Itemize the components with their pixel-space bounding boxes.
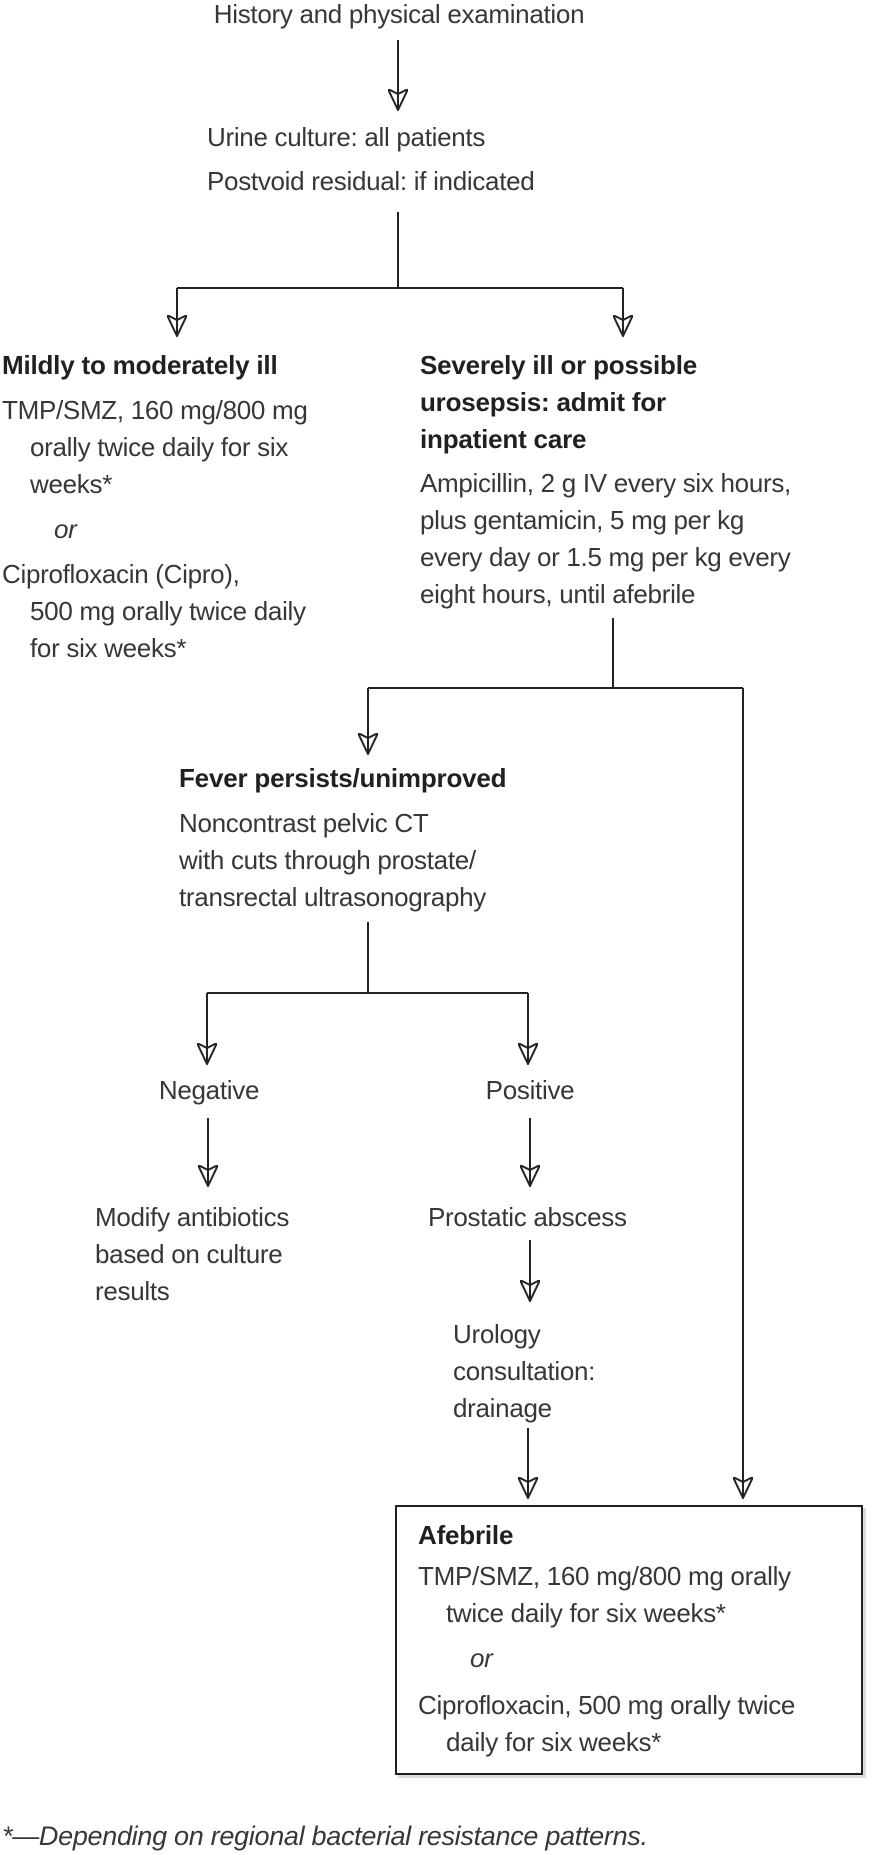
triage-line-2: Postvoid residual: if indicated [207, 166, 535, 196]
mild-rx1-line: orally twice daily for six [30, 432, 289, 462]
severe-rx-line: plus gentamicin, 5 mg per kg [420, 505, 744, 535]
triage-line-1: Urine culture: all patients [207, 122, 486, 152]
severe-rx-line: Ampicillin, 2 g IV every six hours, [420, 468, 791, 498]
node-modify-antibiotics: Modify antibiotics based on culture resu… [95, 1199, 289, 1310]
severe-heading-line: Severely ill or possible [420, 350, 697, 380]
mild-rx1-line: TMP/SMZ, 160 mg/800 mg [2, 395, 308, 425]
fever-heading: Fever persists/unimproved [179, 763, 507, 793]
afebrile-heading: Afebrile [418, 1520, 514, 1550]
modify-line: based on culture [95, 1239, 283, 1269]
node-mildly-ill: Mildly to moderately ill TMP/SMZ, 160 mg… [2, 347, 308, 667]
node-history: History and physical examination [213, 0, 585, 29]
severe-rx-line: eight hours, until afebrile [420, 579, 696, 609]
afebrile-rx2-line: daily for six weeks* [446, 1727, 662, 1757]
node-afebrile-box: Afebrile TMP/SMZ, 160 mg/800 mg orally t… [395, 1505, 863, 1775]
mild-rx2-line: for six weeks* [30, 633, 187, 663]
node-urology-consultation: Urology consultation: drainage [453, 1316, 595, 1427]
urology-line: Urology [453, 1319, 541, 1349]
mild-or-label: or [54, 514, 77, 544]
modify-line: Modify antibiotics [95, 1202, 290, 1232]
severe-heading-line: urosepsis: admit for [420, 387, 666, 417]
severe-heading-line: inpatient care [420, 424, 587, 454]
urology-line: drainage [453, 1393, 552, 1423]
node-negative: Negative [158, 1075, 260, 1105]
mild-rx2-line: 500 mg orally twice daily [30, 596, 306, 626]
mild-heading: Mildly to moderately ill [2, 350, 278, 380]
fever-line: with cuts through prostate/ [179, 845, 476, 875]
node-fever-persists: Fever persists/unimproved Noncontrast pe… [179, 760, 507, 916]
fever-line: transrectal ultrasonography [179, 882, 486, 912]
node-positive: Positive [485, 1075, 575, 1105]
severe-rx-line: every day or 1.5 mg per kg every [420, 542, 791, 572]
afebrile-rx1-line: TMP/SMZ, 160 mg/800 mg orally [418, 1561, 791, 1591]
afebrile-rx2-line: Ciprofloxacin, 500 mg orally twice [418, 1690, 796, 1720]
node-triage: Urine culture: all patients Postvoid res… [207, 115, 535, 203]
modify-line: results [95, 1276, 170, 1306]
mild-rx1-line: weeks* [30, 469, 113, 499]
afebrile-or-label: or [470, 1643, 493, 1673]
afebrile-rx1-line: twice daily for six weeks* [446, 1598, 726, 1628]
node-severely-ill: Severely ill or possible urosepsis: admi… [420, 347, 791, 613]
mild-rx2-line: Ciprofloxacin (Cipro), [2, 559, 240, 589]
urology-line: consultation: [453, 1356, 596, 1386]
fever-line: Noncontrast pelvic CT [179, 808, 429, 838]
node-prostatic-abscess: Prostatic abscess [428, 1202, 627, 1232]
footnote: *—Depending on regional bacterial resist… [2, 1821, 648, 1851]
